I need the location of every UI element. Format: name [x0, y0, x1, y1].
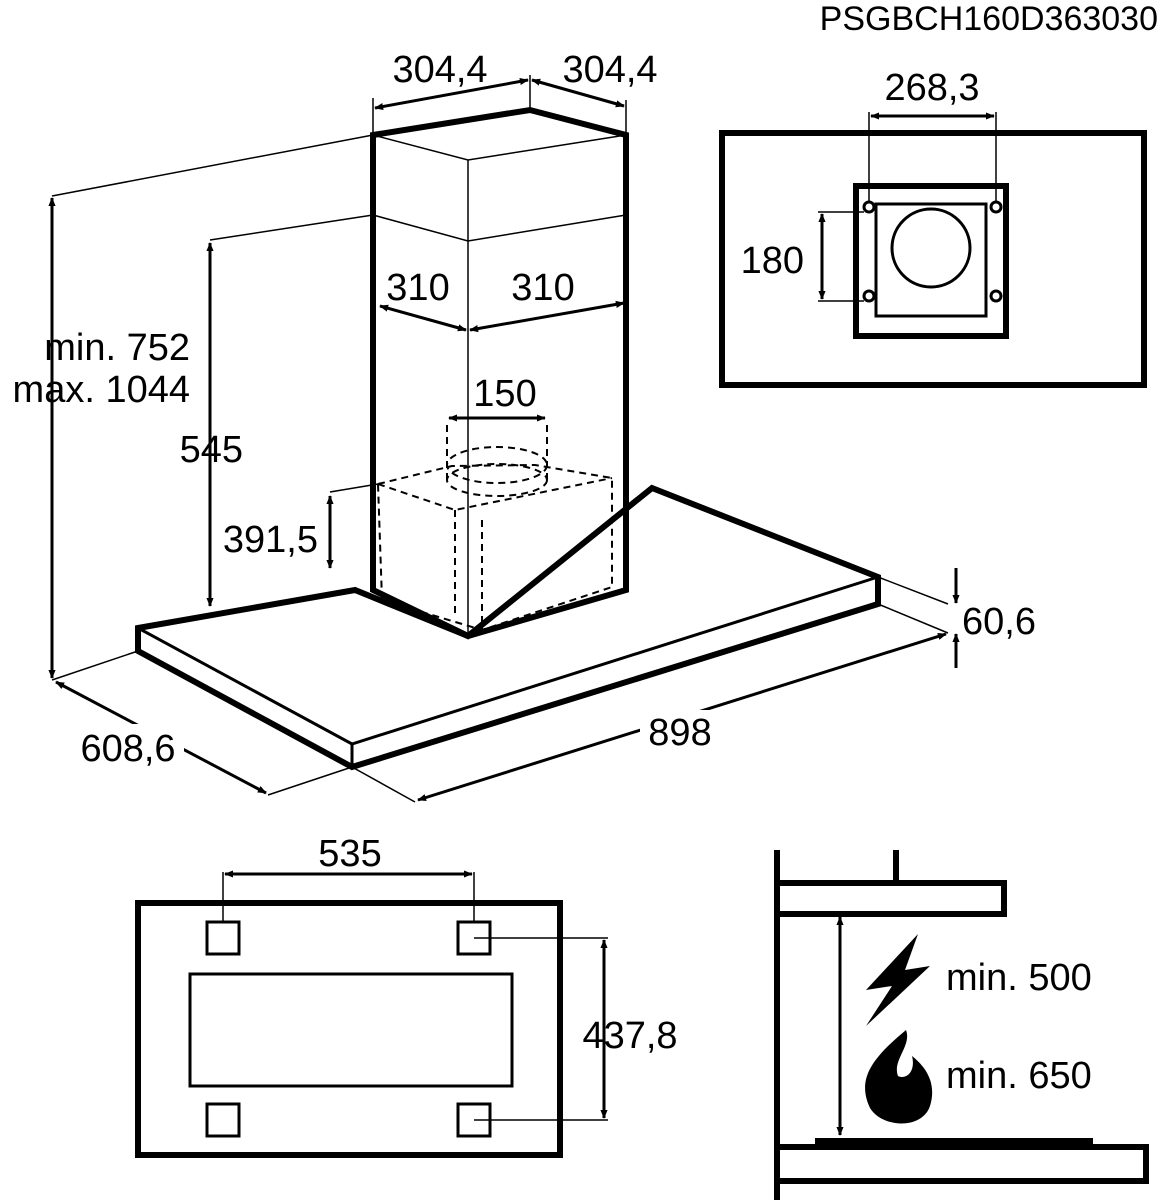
extension-lines — [51, 75, 949, 803]
dim-inner-width-right: 310 — [511, 267, 574, 309]
ceiling-bracket-view: 268,3 180 — [719, 67, 1147, 388]
dim-hole-spacing-h: 268,3 — [884, 67, 979, 109]
flame-icon — [865, 1030, 933, 1124]
cooktop — [815, 1138, 1093, 1148]
dim-chimney-width-right: 304,4 — [562, 49, 657, 91]
dim-height-min: min. 752 — [44, 327, 190, 369]
dim-canopy-width: 898 — [648, 712, 711, 754]
lightning-icon — [866, 934, 930, 1026]
motor-hidden-lines — [376, 425, 613, 632]
clearance-view: min. 500 min. 650 — [774, 850, 1149, 1200]
mounting-pads — [205, 920, 492, 1138]
dim-mount-spacing-v: 437,8 — [582, 1015, 677, 1057]
dim-canopy-depth: 608,6 — [80, 728, 175, 770]
dim-motor-height: 391,5 — [223, 519, 318, 561]
clearance-electric: min. 500 — [946, 957, 1092, 999]
dim-hole-spacing-v: 180 — [741, 240, 804, 282]
clearance-gas: min. 650 — [946, 1055, 1092, 1097]
dim-mount-spacing-h: 535 — [318, 833, 381, 875]
dim-height-max: max. 1044 — [13, 369, 190, 411]
model-code: PSGBCH160D363030 — [820, 0, 1158, 38]
dim-chimney-height: 545 — [180, 429, 243, 471]
dim-outlet-diameter: 150 — [473, 373, 536, 415]
dim-inner-width-left: 310 — [386, 267, 449, 309]
bottom-view: 535 437,8 — [135, 833, 678, 1158]
main-isometric-view: 304,4 304,4 310 310 150 min. 752 max. 10… — [13, 49, 1036, 803]
dim-canopy-thickness: 60,6 — [962, 601, 1036, 643]
dim-chimney-width-left: 304,4 — [392, 49, 487, 91]
